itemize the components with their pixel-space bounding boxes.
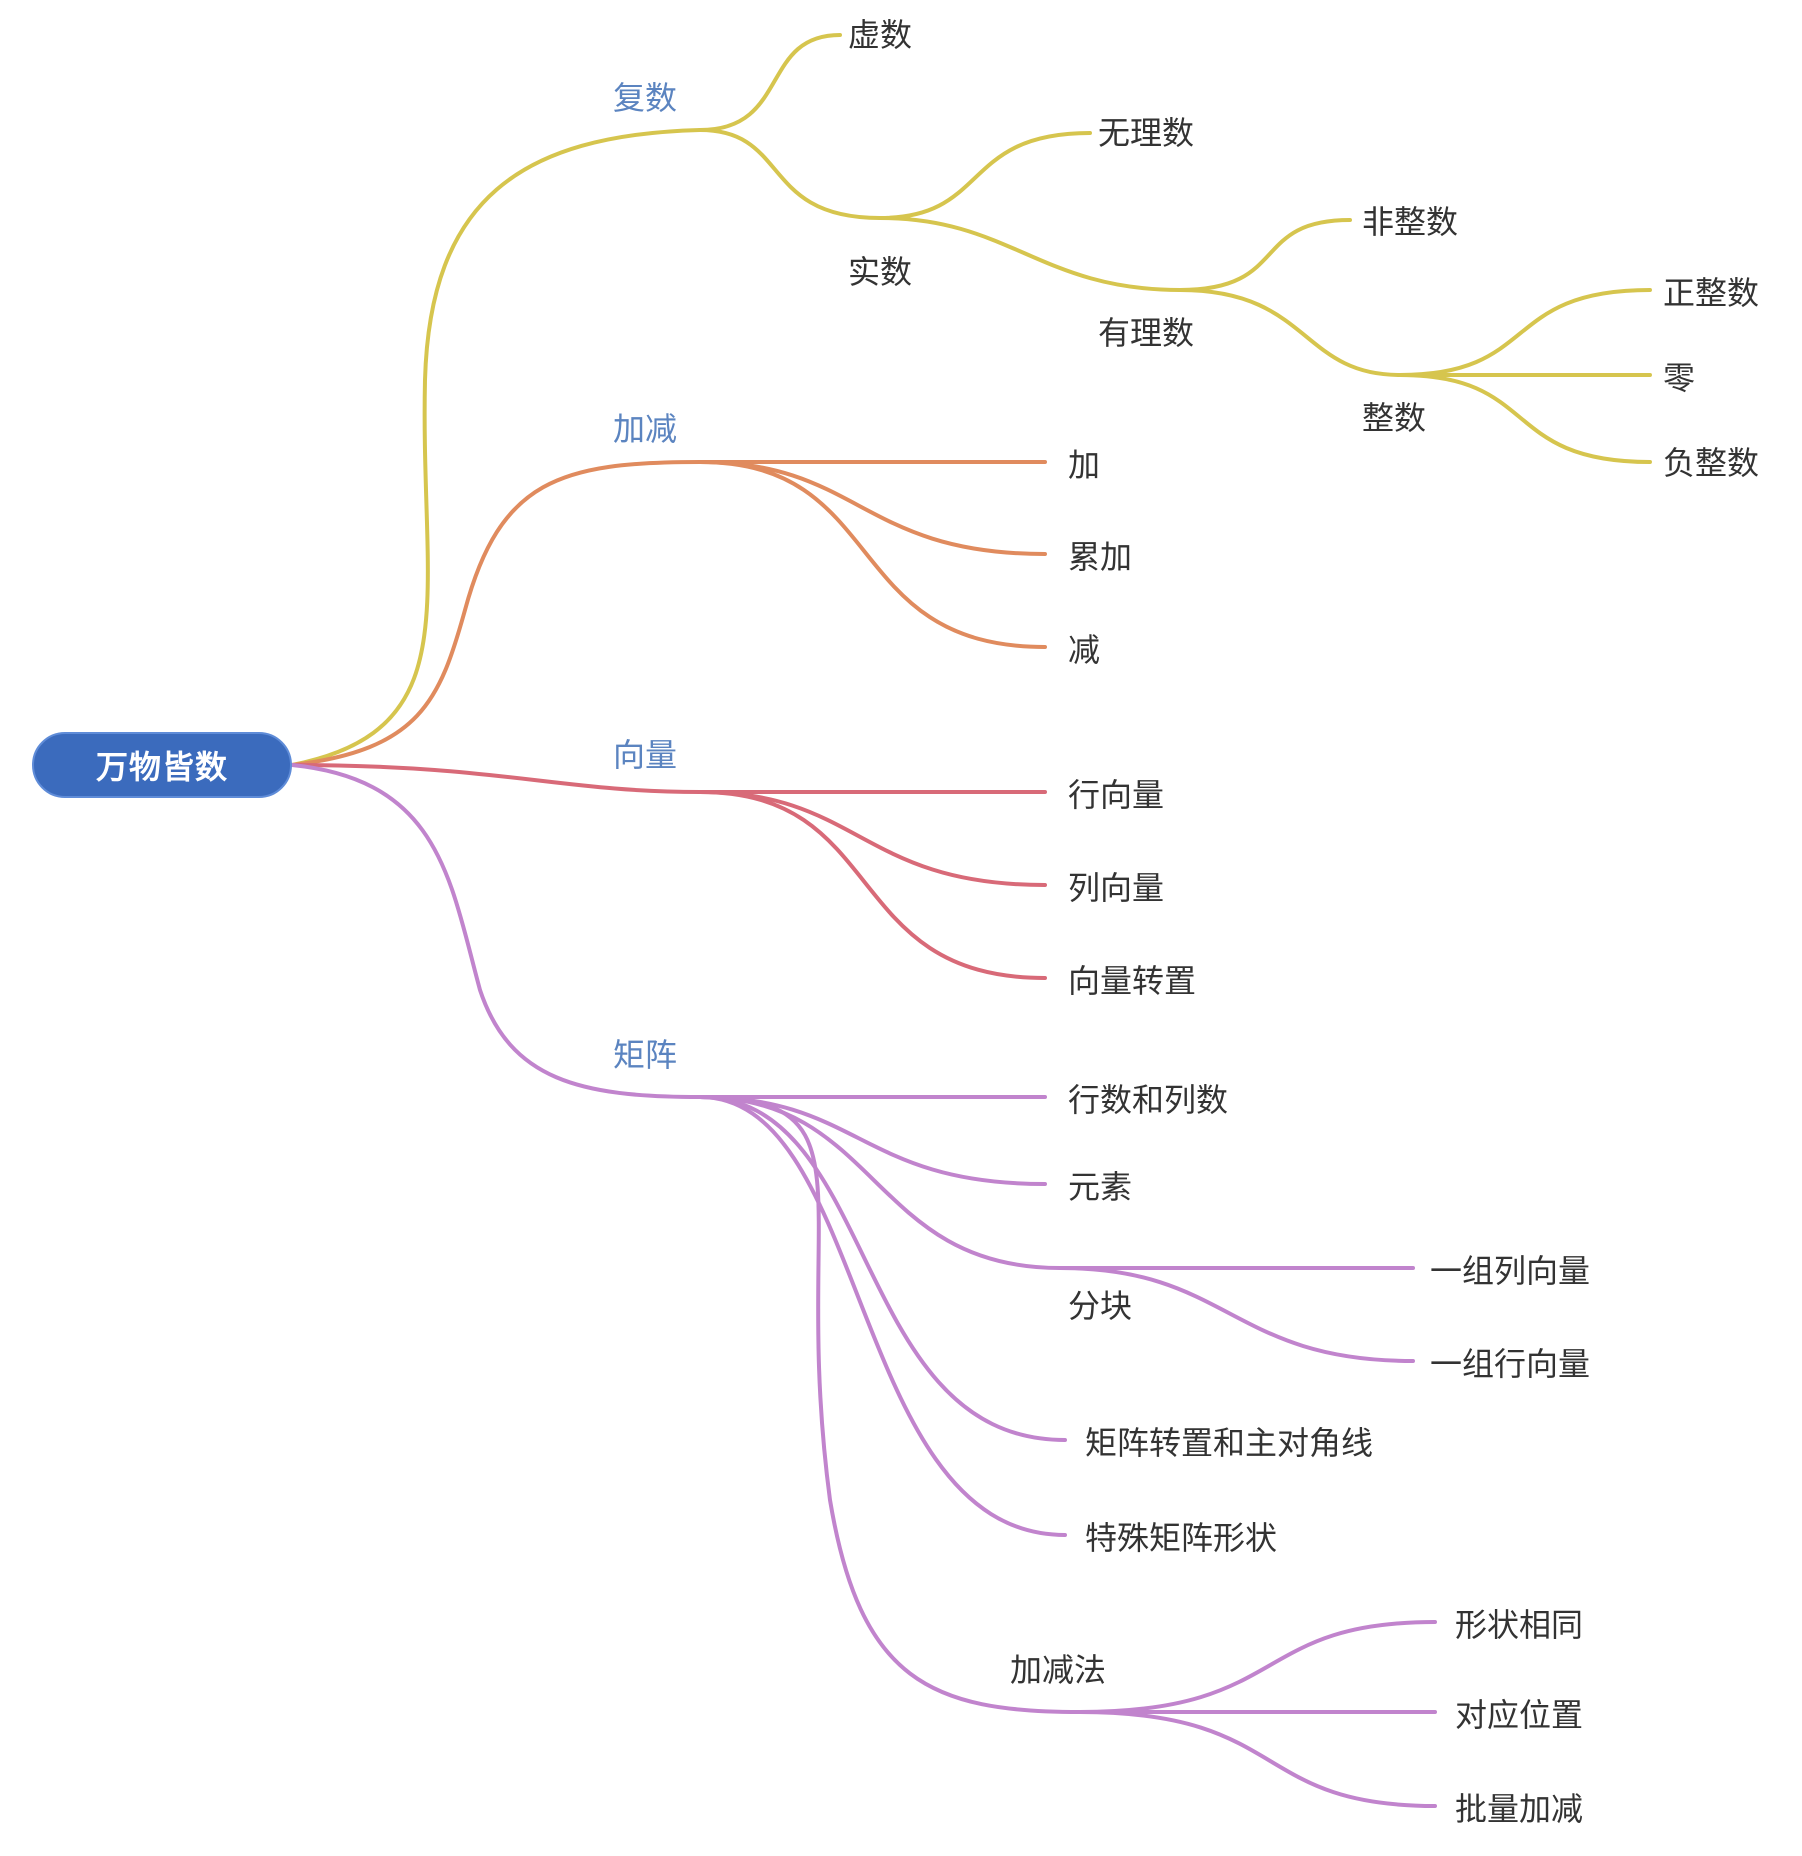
edge-complex-real [698,128,882,220]
edge-integer-negative [1398,373,1652,464]
edge-addsub-cumulative [698,460,1047,556]
edge-rational-noninteger [1178,218,1352,292]
node-column-vector[interactable]: 列向量 [1068,869,1165,907]
edge-root-addsub [290,460,702,767]
node-matrix[interactable]: 矩阵 [613,1036,678,1074]
node-imaginary[interactable]: 虚数 [848,16,913,54]
edge-blocks-rowgroup [1058,1266,1415,1363]
edge-matrix-addsubmethod [698,1095,1082,1714]
node-blocks[interactable]: 分块 [1068,1287,1133,1325]
node-rows-cols[interactable]: 行数和列数 [1068,1081,1229,1119]
node-real[interactable]: 实数 [848,253,913,291]
node-positive-integer[interactable]: 正整数 [1663,274,1760,312]
node-special-shapes[interactable]: 特殊矩阵形状 [1085,1519,1278,1557]
node-negative-integer[interactable]: 负整数 [1663,444,1760,482]
node-addsub[interactable]: 加减 [613,410,678,448]
edge-matrix-special [698,1095,1067,1537]
edge-method-sameshape [1078,1620,1437,1714]
edge-real-rational [878,216,1182,292]
edge-matrix-transpose [698,1095,1067,1442]
node-subtract[interactable]: 减 [1068,631,1101,669]
node-cumulative-add[interactable]: 累加 [1068,538,1133,576]
edge-integer-positive [1398,288,1652,377]
edge-addsub-subtract [698,460,1047,649]
edge-vector-transpose [698,790,1047,980]
edge-root-vector [290,763,702,794]
edge-root-matrix [290,763,702,1099]
node-batch-add-sub[interactable]: 批量加减 [1455,1790,1584,1828]
node-corresponding-position[interactable]: 对应位置 [1455,1696,1584,1734]
node-non-integer[interactable]: 非整数 [1362,203,1459,241]
node-transpose-diagonal[interactable]: 矩阵转置和主对角线 [1085,1424,1374,1462]
edge-real-irrational [878,131,1092,220]
edge-method-batch [1078,1710,1437,1808]
node-add-sub-method[interactable]: 加减法 [1010,1651,1107,1689]
node-row-vector[interactable]: 行向量 [1068,776,1165,814]
edge-complex-imaginary [698,33,842,132]
node-col-vectors-group[interactable]: 一组列向量 [1430,1252,1591,1290]
node-integer[interactable]: 整数 [1362,399,1427,437]
node-same-shape[interactable]: 形状相同 [1455,1606,1584,1644]
edge-vector-column [698,790,1047,887]
node-row-vectors-group[interactable]: 一组行向量 [1430,1345,1591,1383]
node-vector-transpose[interactable]: 向量转置 [1068,962,1197,1000]
edge-rational-integer [1178,288,1402,377]
edge-root-complex [290,128,702,767]
node-zero[interactable]: 零 [1663,359,1696,397]
node-irrational[interactable]: 无理数 [1098,114,1195,152]
node-complex[interactable]: 复数 [613,79,678,117]
node-add[interactable]: 加 [1068,446,1101,484]
root-node[interactable]: 万物皆数 [32,732,292,798]
node-vector[interactable]: 向量 [613,736,678,774]
node-elements[interactable]: 元素 [1068,1168,1133,1206]
node-rational[interactable]: 有理数 [1098,314,1195,352]
